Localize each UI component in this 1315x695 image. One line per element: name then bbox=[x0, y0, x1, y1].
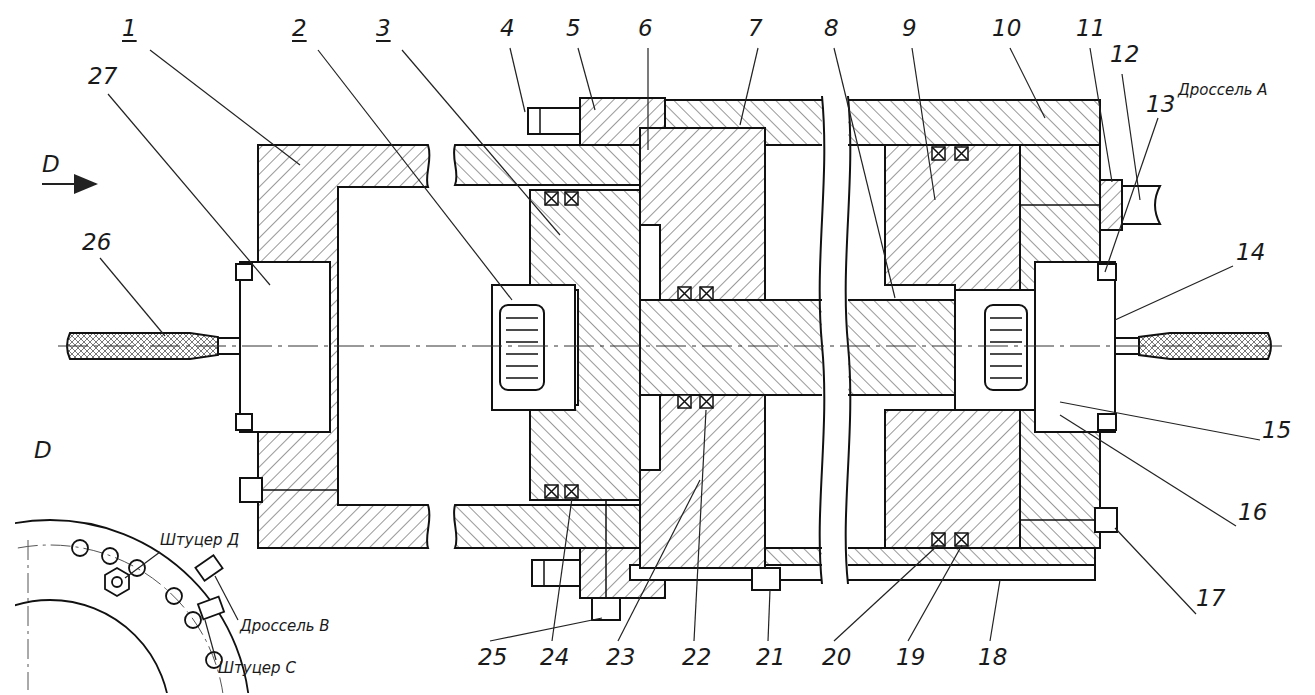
callout-number: 14 bbox=[1236, 240, 1265, 265]
callout-number: 18 bbox=[978, 645, 1007, 670]
callout-number: 10 bbox=[992, 16, 1021, 41]
callout-number: 13 bbox=[1146, 92, 1175, 117]
callout-number: 23 bbox=[606, 645, 635, 670]
callout-number: 20 bbox=[822, 645, 851, 670]
callout-number: 22 bbox=[682, 645, 711, 670]
callout-number: 26 bbox=[82, 230, 111, 255]
view-d bbox=[15, 520, 250, 693]
callout-number: 4 bbox=[500, 16, 515, 41]
annotation: Дроссель А bbox=[1178, 82, 1268, 99]
callout-number: 5 bbox=[566, 16, 581, 41]
callout-number: 1 bbox=[122, 16, 137, 41]
annotation: Штуцер С bbox=[218, 660, 296, 677]
callout-number: 21 bbox=[756, 645, 785, 670]
callout-number: 16 bbox=[1238, 500, 1267, 525]
callout-number: 24 bbox=[540, 645, 569, 670]
callout-number: 27 bbox=[88, 64, 117, 89]
callout-number: 19 bbox=[896, 645, 925, 670]
callout-number: D bbox=[42, 152, 60, 177]
callout-number: 17 bbox=[1196, 586, 1225, 611]
callout-number: 2 bbox=[292, 16, 307, 41]
callout-number: 8 bbox=[824, 16, 839, 41]
leader-lines bbox=[100, 48, 1260, 660]
callout-number: 25 bbox=[478, 645, 507, 670]
callout-number: 12 bbox=[1110, 42, 1139, 67]
callout-number: 15 bbox=[1262, 418, 1291, 443]
callout-number: D bbox=[34, 438, 52, 463]
callout-number: 7 bbox=[748, 16, 763, 41]
annotation: Штуцер Д bbox=[160, 532, 239, 549]
callout-number: 6 bbox=[638, 16, 653, 41]
annotation: Дроссель В bbox=[240, 618, 330, 635]
callout-number: 11 bbox=[1076, 16, 1105, 41]
callout-number: 9 bbox=[902, 16, 917, 41]
callout-number: 3 bbox=[376, 16, 391, 41]
view-arrow bbox=[42, 183, 96, 185]
